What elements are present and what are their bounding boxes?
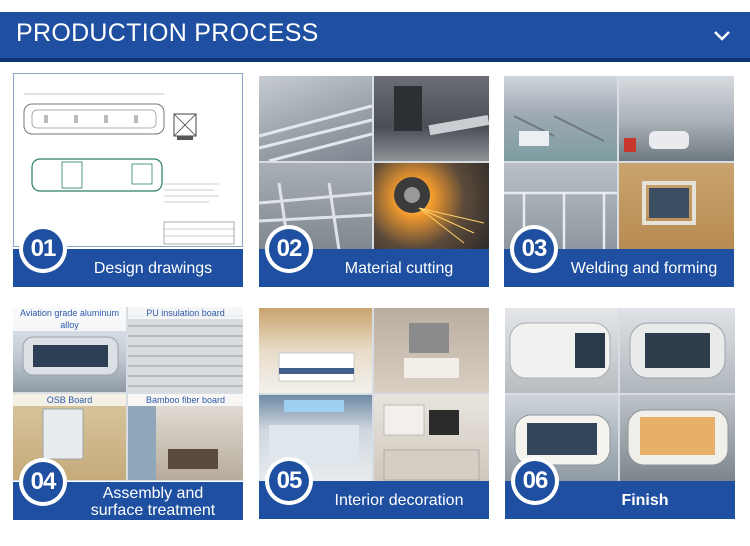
step-photo-welding-forming xyxy=(504,76,734,250)
photo-wall-framing xyxy=(619,163,734,250)
photo-capsule-factory xyxy=(505,395,618,482)
step-number-badge: 03 xyxy=(510,225,558,273)
photo-capsule-interior-lit xyxy=(620,395,735,482)
photo-capsule-white xyxy=(505,308,618,393)
step-caption-line-1: Assembly and xyxy=(102,485,204,502)
photo-worker-cutting xyxy=(374,76,489,161)
step-number-badge: 06 xyxy=(511,457,559,505)
photo-aluminum-alloy-capsule: Aviation grade aluminum alloy xyxy=(13,307,126,392)
step-card-design-drawings: 01 Design drawings xyxy=(13,73,243,287)
step-caption: Interior decoration xyxy=(334,492,464,509)
section-header: PRODUCTION PROCESS xyxy=(0,0,750,64)
step-caption: Material cutting xyxy=(344,260,454,277)
step-number: 04 xyxy=(23,462,63,502)
step-number-badge: 05 xyxy=(265,457,313,505)
step-photo-assembly: Aviation grade aluminum alloy PU insulat… xyxy=(13,307,243,481)
step-caption: Assembly and surface treatment xyxy=(67,485,239,519)
header-accent-line xyxy=(0,58,750,62)
floor-plan-drawing xyxy=(23,93,235,245)
step-photo-design-drawings xyxy=(13,73,243,247)
step-caption: Finish xyxy=(621,492,669,509)
photo-bathroom xyxy=(374,308,489,393)
photo-bedroom xyxy=(259,308,372,393)
photo-capsule-front xyxy=(620,308,735,393)
step-caption: Design drawings xyxy=(93,260,213,277)
step-card-material-cutting: 02 Material cutting xyxy=(259,76,489,287)
photo-grinder-sparks xyxy=(374,163,489,250)
step-photo-interior-decoration xyxy=(259,308,489,482)
photo-kitchen xyxy=(374,395,489,482)
page-title: PRODUCTION PROCESS xyxy=(16,19,319,47)
step-number: 01 xyxy=(23,229,63,269)
step-card-welding-forming: 03 Welding and forming xyxy=(504,76,734,287)
header-bar xyxy=(0,12,750,58)
photo-aluminum-profiles xyxy=(259,76,372,161)
step-card-assembly: Aviation grade aluminum alloy PU insulat… xyxy=(13,307,243,520)
step-number-badge: 02 xyxy=(265,225,313,273)
step-number: 05 xyxy=(269,461,309,501)
photo-factory-floor xyxy=(504,76,617,161)
step-caption: Welding and forming xyxy=(570,260,718,277)
step-number-badge: 04 xyxy=(19,458,67,506)
photo-pu-insulation: PU insulation board xyxy=(128,307,243,392)
step-number: 02 xyxy=(269,229,309,269)
photo-workshop-hall xyxy=(619,76,734,161)
photo-label: OSB Board xyxy=(13,394,126,406)
step-number-badge: 01 xyxy=(19,225,67,273)
step-card-finish: 06 Finish xyxy=(505,308,735,519)
step-card-interior-decoration: 05 Interior decoration xyxy=(259,308,489,519)
photo-label: Bamboo fiber board xyxy=(128,394,243,406)
step-photo-material-cutting xyxy=(259,76,489,250)
photo-bamboo-fiber-board: Bamboo fiber board xyxy=(128,394,243,480)
step-number: 06 xyxy=(515,461,555,501)
step-photo-finish xyxy=(505,308,735,482)
step-caption-line-2: surface treatment xyxy=(90,502,216,519)
step-number: 03 xyxy=(514,229,554,269)
photo-label: PU insulation board xyxy=(128,307,243,319)
chevron-down-icon[interactable] xyxy=(712,26,732,46)
photo-label: Aviation grade aluminum alloy xyxy=(13,307,126,331)
